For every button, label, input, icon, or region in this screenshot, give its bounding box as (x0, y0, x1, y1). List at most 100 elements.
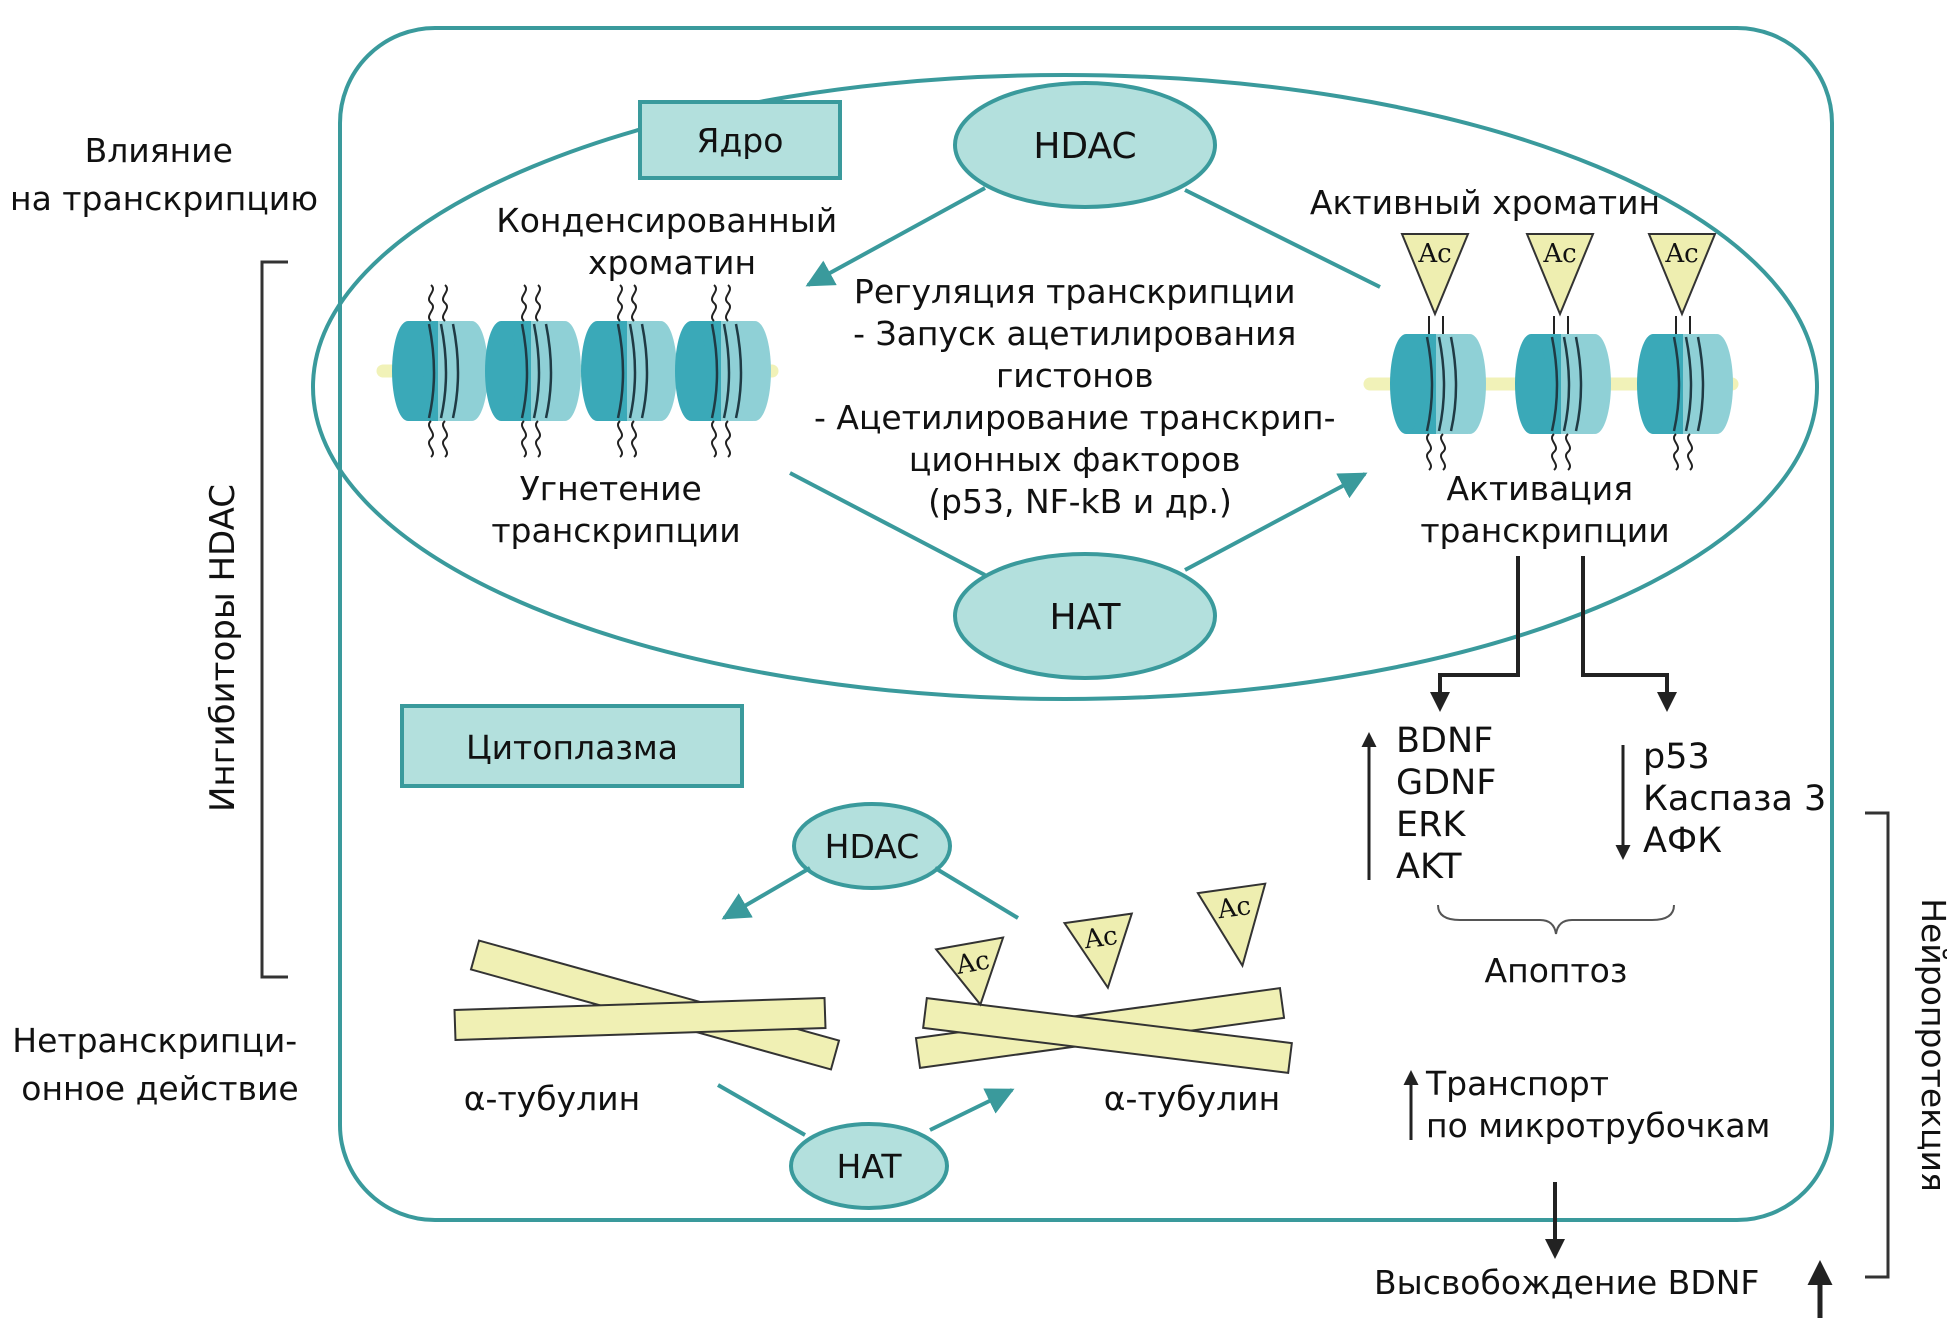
hdac-inhibitors-label: Ингибиторы HDAC (203, 484, 243, 812)
nucleosome-left-edge (1637, 334, 1669, 434)
cytoplasm-title-box (400, 704, 744, 788)
dna-wrap-1 (628, 323, 637, 419)
tubulin-right-label: α-тубулин (1104, 1079, 1280, 1118)
activation-to-down-arrow (1581, 556, 1677, 712)
histone-tail-bottom-a (617, 420, 623, 458)
acetyl-triangle (1196, 882, 1267, 969)
histone-tail-bottom-b (1440, 433, 1446, 471)
histone-tail-bottom-a (1551, 433, 1557, 471)
neuroprotection-bracket (1865, 811, 1890, 1279)
dna-wrap-1 (1562, 336, 1571, 432)
apoptosis-label: Апоптоз (1485, 951, 1628, 990)
bdnf-release-label: Высвобождение BDNF (1374, 1263, 1759, 1302)
acetyl-triangle (1062, 912, 1134, 990)
nucleosome-left-edge (392, 321, 424, 421)
dna-wrap-0 (520, 323, 529, 419)
nucleosome-left-edge (1390, 334, 1422, 434)
cytoplasm-title: Цитоплазма (466, 728, 678, 767)
acetyl-label: Ac (1664, 239, 1698, 269)
cyto-hat-to-right-arrow (929, 1088, 1015, 1132)
dna-wrap-1 (1437, 336, 1446, 432)
acetyl-tag: Ac (1525, 233, 1595, 317)
cell-outline (338, 26, 1834, 1222)
acetyl-tag: Ac (1196, 882, 1267, 969)
cytoplasm-hat-ellipse (789, 1122, 949, 1210)
neuroprotection-label: Нейропротекция (1914, 898, 1953, 1192)
transport-label: Транспорт по микротрубочкам (1425, 1064, 1770, 1145)
up-regulated-list: BDNF GDNF ERK AKT (1396, 721, 1508, 887)
histone-tail-bottom-b (1687, 433, 1693, 471)
tubulin-left-graphic (453, 939, 841, 1071)
histone-tail-top-b (442, 284, 448, 322)
acetyl-triangle (1525, 233, 1595, 317)
histone-tail-top-a (428, 284, 434, 322)
nucleosome-right-edge (1454, 334, 1486, 434)
dna-wrap-2 (734, 323, 743, 419)
activation-to-up-arrow (1430, 556, 1520, 712)
histone-tail-bottom-b (631, 420, 637, 458)
dna-wrap-2 (1449, 336, 1458, 432)
acetyl-tag: Ac (934, 936, 1005, 1007)
histone-tail-bottom-b (535, 420, 541, 458)
active-to-hdac-line (1184, 188, 1381, 289)
dna-wrap-1 (1684, 336, 1693, 432)
nucleosome-right-edge (1701, 334, 1733, 434)
histone-tail-bottom-a (1673, 433, 1679, 471)
nucleus-hdac-label: HDAC (1033, 126, 1136, 167)
dna-wrap-0 (616, 323, 625, 419)
histone-tail-bottom-a (711, 420, 717, 458)
dna-wrap-2 (1696, 336, 1705, 432)
histone-tail-top-b (725, 284, 731, 322)
dna-wrap-0 (1672, 336, 1681, 432)
acetyl-triangle (1647, 233, 1717, 317)
cytoplasm-hdac-label: HDAC (825, 827, 920, 866)
dna-wrap-0 (1550, 336, 1559, 432)
acetyl-triangle (934, 936, 1005, 1007)
nucleus-hat-label: HAT (1050, 597, 1122, 638)
histone-tail-bottom-b (1565, 433, 1571, 471)
histone-tail-top-a (711, 284, 717, 322)
tubulin-rod (453, 996, 827, 1042)
down-regulated-list: p53 Каспаза 3 АФК (1643, 737, 1837, 861)
cytoplasm-hdac-ellipse (792, 802, 952, 890)
acetyl-label: Ac (1081, 921, 1119, 955)
activation-label: Активация транскрипции (1420, 469, 1669, 550)
cyto-left-to-hat-line (717, 1083, 806, 1137)
histone-tail-bottom-a (428, 420, 434, 458)
nucleosome-left-edge (485, 321, 517, 421)
dna-wrap-0 (710, 323, 719, 419)
histone-tail-top-a (617, 284, 623, 322)
dna-wrap-0 (1425, 336, 1434, 432)
cyto-right-to-hdac-line (933, 866, 1020, 920)
nucleosome-right-edge (739, 321, 771, 421)
acetyl-label: Ac (1215, 891, 1253, 925)
histone-tail-top-b (535, 284, 541, 322)
histone-tail-bottom-b (725, 420, 731, 458)
nucleosome-left-edge (675, 321, 707, 421)
active-chromatin-label: Активный хроматин (1310, 183, 1660, 222)
dna-wrap-1 (722, 323, 731, 419)
repression-to-hat-line (789, 471, 986, 577)
nucleus-hdac-ellipse (953, 81, 1217, 209)
regulation-text: Регуляция транскрипции - Запуск ацетилир… (814, 272, 1346, 521)
repression-label: Угнетение транскрипции (491, 469, 740, 550)
active-chromatin-graphic: Ac Ac Ac (1363, 233, 1739, 471)
dna-wrap-2 (451, 323, 460, 419)
nucleosome-right-edge (645, 321, 677, 421)
histone-tail-top-a (521, 284, 527, 322)
dna-wrap-1 (532, 323, 541, 419)
dna-wrap-1 (439, 323, 448, 419)
acetyl-label: Ac (953, 945, 992, 981)
acetyl-tag: Ac (1647, 233, 1717, 317)
nucleus-title-box (638, 100, 842, 180)
condensed-chromatin-graphic (376, 284, 779, 458)
histone-tail-bottom-a (521, 420, 527, 458)
nucleosome-left-edge (581, 321, 613, 421)
nucleus-hat-ellipse (953, 552, 1217, 680)
acetyl-label: Ac (1417, 239, 1451, 269)
acetyl-triangle (1400, 233, 1470, 317)
hat-to-activation-arrow (1184, 472, 1368, 572)
influence-transcription-label: Влияние на транскрипцию (10, 131, 318, 218)
